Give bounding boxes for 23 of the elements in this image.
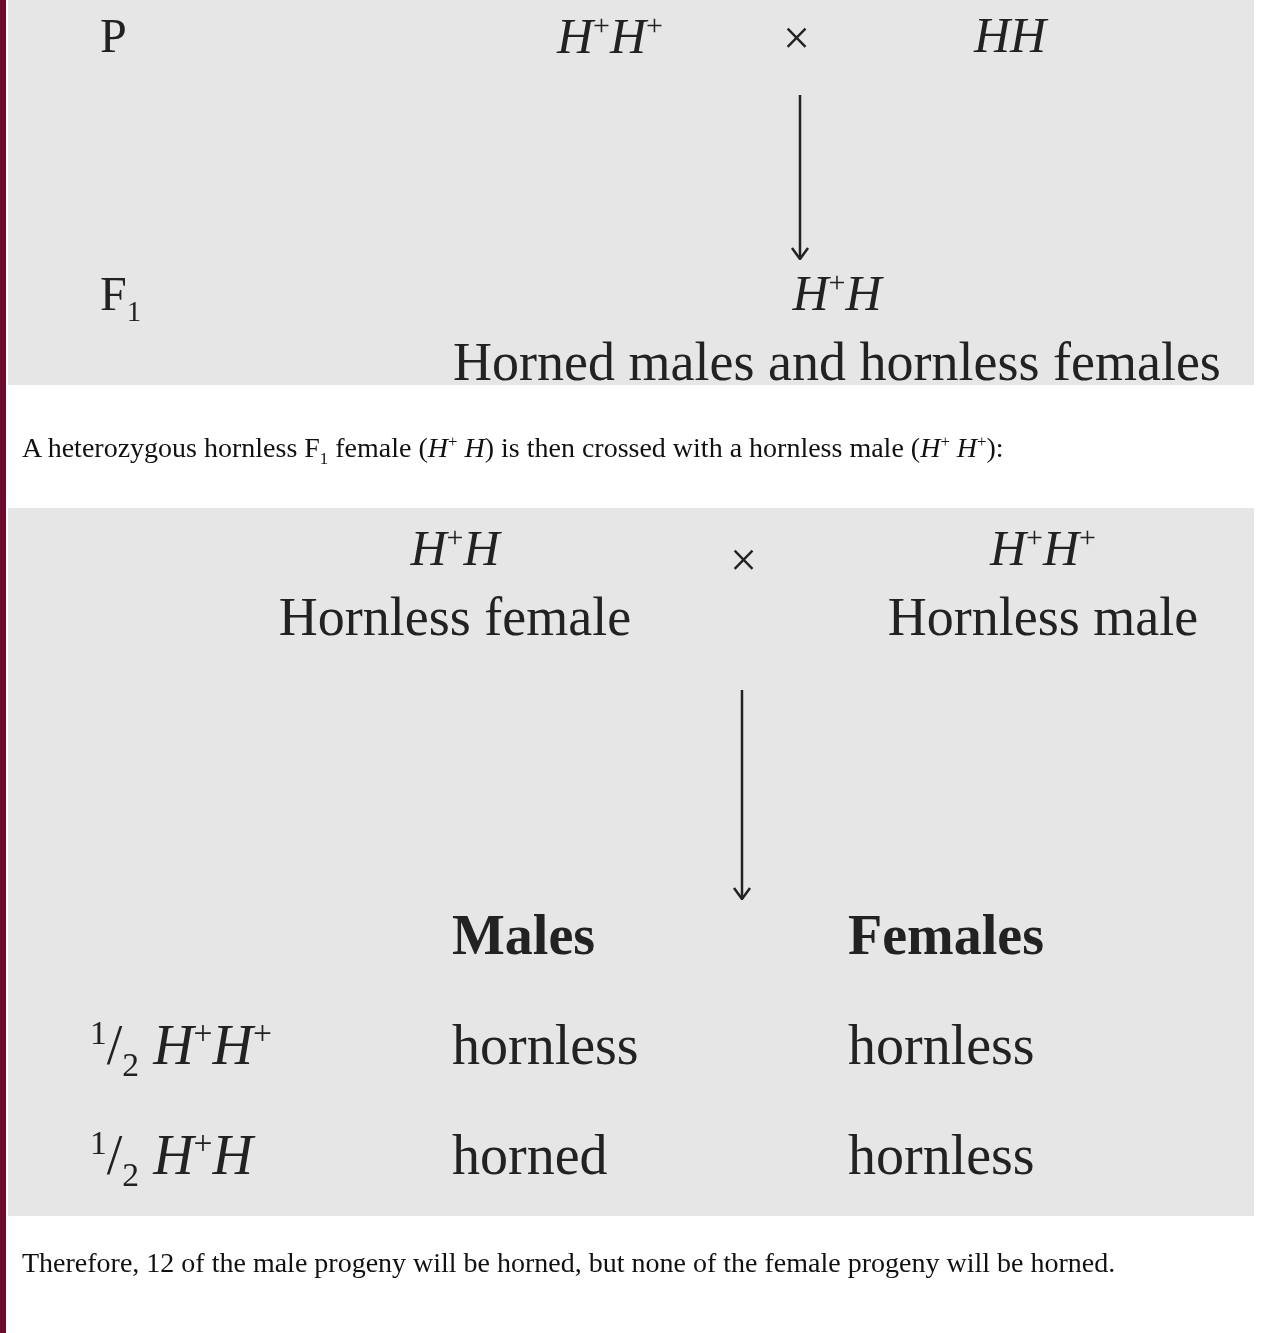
genotype-text: H$^{+}$H xyxy=(791,265,885,321)
generation-label: F$_{1}$ xyxy=(100,268,142,328)
note-text: Therefore, 12 of the male progeny will be horned, but none of the female progeny will be horned. xyxy=(22,1246,1117,1280)
generation-label: P xyxy=(100,10,127,63)
genotype-text: H$^{+}$H$^{+}$ xyxy=(535,8,685,64)
phenotype-text: Hornless female xyxy=(277,588,633,648)
generation-label: × xyxy=(730,534,758,587)
phenotype-text: hornless xyxy=(848,1125,1035,1187)
column-header: Females xyxy=(848,905,1044,967)
phenotype-text: hornless xyxy=(452,1015,639,1077)
genotype-text: HH xyxy=(955,8,1065,63)
generation-label: × xyxy=(783,12,811,65)
column-header: Males xyxy=(452,905,596,967)
arrow xyxy=(732,690,752,901)
genotype-text: H$^{+}$H$^{+}$ xyxy=(988,520,1098,576)
phenotype-text: Hornless male xyxy=(886,588,1200,648)
arrow xyxy=(790,95,810,261)
genotype-ratio: $^{1}$/$_{2}$ H$^{+}$H$^{+}$ xyxy=(90,1015,272,1085)
note-text: A heterozygous hornless F$_{1}$ female (H$^{+}$ H) is then crossed with a hornless male (H$^{+}$ H$^{+}$): xyxy=(22,430,1005,470)
phenotype-text: hornless xyxy=(848,1015,1035,1077)
phenotype-text: horned xyxy=(452,1125,608,1187)
genotype-text: H$^{+}$H xyxy=(409,520,503,576)
phenotype-text: Horned males and hornless females xyxy=(452,333,1222,393)
